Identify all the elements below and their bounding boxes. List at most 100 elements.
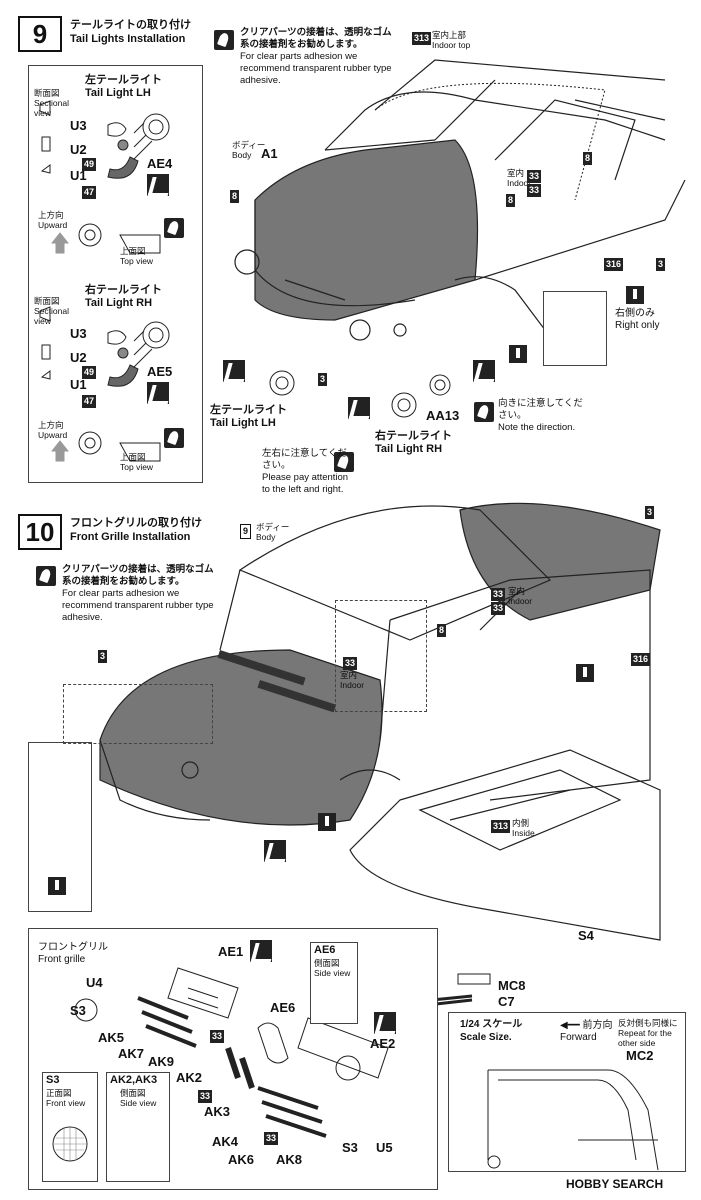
cement-icon-ae5	[147, 382, 169, 404]
mirror-drawing	[431, 973, 491, 1006]
cement-icon-rh-bottom	[348, 397, 370, 419]
part-u2-lh: U2	[70, 142, 87, 157]
body-tag-9: 9	[240, 524, 252, 539]
tail-light-parts-drawing	[269, 370, 451, 418]
car-rear-body-drawing	[234, 59, 686, 341]
part-ak9: AK9	[148, 1054, 175, 1069]
adhesive-icon-lr	[334, 452, 354, 472]
tag-313-indoor-top: 313	[412, 32, 432, 45]
tag-8-c: 8	[230, 190, 240, 203]
tag-33-c: 33	[491, 588, 506, 601]
indoor-detail-dashbox	[335, 600, 427, 712]
tag-316-b: 316	[631, 653, 651, 666]
step-9-adhesive-note: クリアパーツの接着は、透明なゴム系の接着剤をお勧めします。 For clear …	[240, 27, 395, 87]
tag-33-a: 33	[527, 170, 542, 183]
part-ae1: AE1	[218, 944, 244, 959]
tag-33-d: 33	[491, 602, 506, 615]
part-mc8: MC8	[498, 978, 526, 993]
part-u5: U5	[376, 1140, 393, 1155]
step-10-title-en: Front Grille Installation	[70, 531, 191, 543]
part-s3-b: S3	[342, 1140, 358, 1155]
part-u3-lh: U3	[70, 118, 87, 133]
window-scale-drawing	[487, 1069, 659, 1171]
tag-47-lh: 47	[82, 186, 97, 199]
adhesive-icon	[214, 30, 234, 50]
s3-front-view-title: S3	[46, 1074, 60, 1086]
adhesive-icon-top-rh	[164, 428, 184, 448]
cement-icon-aa13	[473, 360, 495, 382]
ae4-label: AE4	[147, 156, 173, 171]
tag-8-a: 8	[583, 152, 593, 165]
adhesive-icon-top-lh	[164, 218, 184, 238]
tag-313-inside: 313	[491, 820, 511, 833]
cement-icon-lh-bottom	[223, 360, 245, 382]
pin-icon-316	[576, 664, 594, 682]
part-ak2: AK2	[176, 1070, 203, 1085]
note-jp: クリアパーツの接着は、透明なゴム系の接着剤をお勧めします。	[240, 27, 392, 50]
ak23-side-view-box	[106, 1072, 170, 1182]
step-9-title-en: Tail Lights Installation	[70, 33, 186, 45]
pin-icon-detail	[509, 345, 527, 363]
cement-icon-grille	[264, 840, 286, 862]
part-u3-rh: U3	[70, 326, 87, 341]
step-9-number: 9	[18, 16, 62, 52]
direction-note: 向きに注意してください。Note the direction.	[498, 398, 583, 433]
part-u1-rh: U1	[70, 377, 87, 392]
tag-33-g1: 33	[210, 1030, 225, 1043]
adhesive-icon-10	[36, 566, 56, 586]
tag-8-d: 8	[437, 624, 447, 637]
step-9-title: テールライトの取り付け Tail Lights Installation	[70, 18, 191, 46]
tail-light-detail-panel	[28, 65, 203, 483]
body-part-a1: A1	[261, 146, 278, 161]
roof-part-s4-drawing	[349, 749, 661, 941]
tag-33-e: 33	[343, 657, 358, 670]
tag-33-g2: 33	[198, 1090, 213, 1103]
part-s4: S4	[578, 928, 594, 943]
watermark: HOBBY SEARCH	[566, 1177, 664, 1191]
pin-icon-grille	[318, 813, 336, 831]
part-u1-lh: U1	[70, 168, 87, 183]
cement-icon-ae1	[250, 940, 272, 962]
tag-49-lh: 49	[82, 158, 97, 171]
pin-icon-side-detail	[48, 877, 66, 895]
cement-icon-ae2	[374, 1012, 396, 1034]
cement-icon-ae4	[147, 174, 169, 196]
ae6-side-view-title: AE6	[314, 944, 336, 956]
tail-light-lh-sketch	[39, 100, 170, 462]
right-only-detail-box	[543, 291, 607, 366]
step-10-number: 10	[18, 514, 62, 550]
part-c7: C7	[498, 994, 515, 1009]
front-grille-parts-drawing	[74, 967, 389, 1138]
tag-49-rh: 49	[82, 366, 97, 379]
car-front-body-drawing	[99, 502, 661, 826]
s3-lens-drawing	[52, 1126, 88, 1162]
part-ak7: AK7	[118, 1046, 145, 1061]
tag-8-b: 8	[506, 194, 516, 207]
part-ak4: AK4	[212, 1134, 239, 1149]
tag-3-d: 3	[98, 650, 108, 663]
part-ak5: AK5	[98, 1030, 125, 1045]
tag-3-c: 3	[645, 506, 655, 519]
ae5-label: AE5	[147, 364, 173, 379]
part-ak8: AK8	[276, 1152, 303, 1167]
tag-3-a: 3	[318, 373, 328, 386]
tag-316-a: 316	[604, 258, 624, 271]
tag-3-b: 3	[656, 258, 666, 271]
part-mc2: MC2	[626, 1048, 654, 1063]
tag-47-rh: 47	[82, 395, 97, 408]
part-aa13: AA13	[426, 408, 460, 423]
